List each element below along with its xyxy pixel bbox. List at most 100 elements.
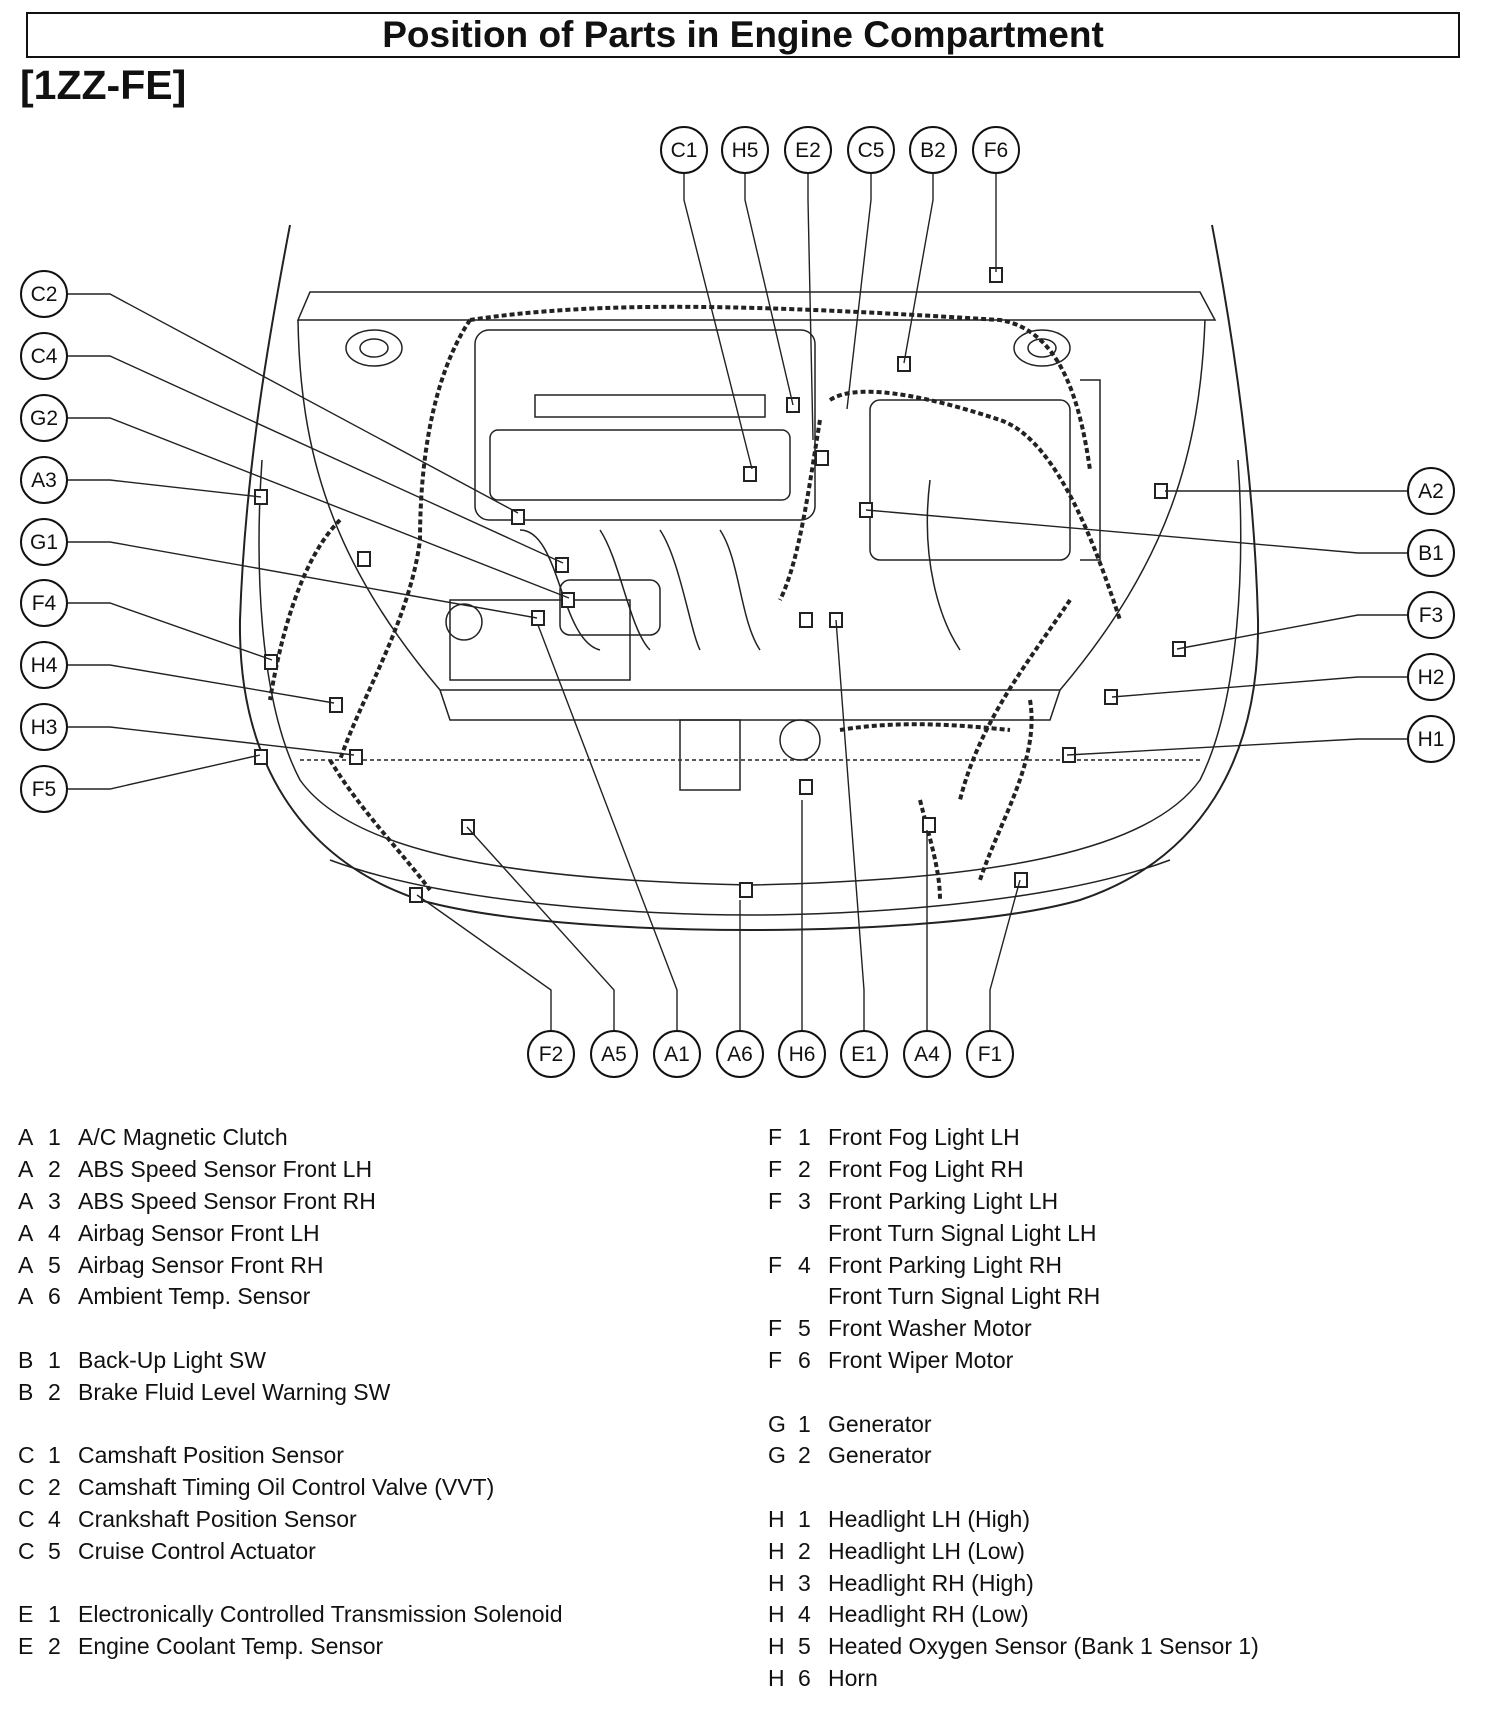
- callout-h5: H5: [721, 126, 769, 174]
- legend-part-name: Front Wiper Motor: [828, 1346, 1014, 1373]
- legend-part-name: Headlight RH (High): [828, 1569, 1034, 1596]
- callout-circle: [20, 579, 68, 627]
- callout-label: E1: [851, 1043, 877, 1066]
- legend-part-name: Heated Oxygen Sensor (Bank 1 Sensor 1): [828, 1633, 1259, 1660]
- legend-part-name: Front Turn Signal Light LH: [828, 1219, 1097, 1246]
- callout-label: B1: [1418, 542, 1444, 565]
- connectors: [254, 267, 1186, 903]
- callout-circle: [909, 126, 957, 174]
- callout-a6: A6: [716, 1030, 764, 1078]
- wire-harness: [268, 304, 1122, 901]
- legend-letter: A: [18, 1251, 34, 1278]
- callout-label: A3: [31, 469, 57, 492]
- legend-part-name: Back-Up Light SW: [78, 1346, 266, 1373]
- callout-label: H2: [1418, 666, 1445, 689]
- legend-part-name: Electronically Controlled Transmission S…: [78, 1601, 563, 1628]
- callout-a1: A1: [653, 1030, 701, 1078]
- legend-spacer: [18, 1408, 718, 1440]
- callout-label: H1: [1418, 728, 1445, 751]
- legend-part-name: Front Fog Light RH: [828, 1156, 1024, 1183]
- legend-number: 2: [798, 1537, 811, 1564]
- legend-part-name: Headlight RH (Low): [828, 1601, 1029, 1628]
- callout-f4: F4: [20, 579, 68, 627]
- legend-part-name: Airbag Sensor Front LH: [78, 1219, 320, 1246]
- callout-circle: [778, 1030, 826, 1078]
- callout-label: E2: [795, 139, 821, 162]
- legend-number: 3: [48, 1187, 61, 1214]
- callout-circle: [847, 126, 895, 174]
- callout-circle: [1407, 467, 1455, 515]
- legend-spacer: [18, 1313, 718, 1345]
- legend-letter: C: [18, 1474, 35, 1501]
- callout-circle: [653, 1030, 701, 1078]
- legend-part-name: Cruise Control Actuator: [78, 1537, 316, 1564]
- callout-a4: A4: [903, 1030, 951, 1078]
- callout-circle: [1407, 715, 1455, 763]
- legend-part-name: Headlight LH (High): [828, 1505, 1030, 1532]
- callout-label: H3: [31, 716, 58, 739]
- callout-circle: [903, 1030, 951, 1078]
- legend-part-name: Horn: [828, 1664, 878, 1691]
- callout-a2: A2: [1407, 467, 1455, 515]
- callout-f2: F2: [527, 1030, 575, 1078]
- legend-letter: F: [768, 1187, 783, 1214]
- callout-label: A5: [601, 1043, 627, 1066]
- legend-part-name: Engine Coolant Temp. Sensor: [78, 1633, 384, 1660]
- legend-letter: C: [18, 1505, 35, 1532]
- legend-letter: A: [18, 1219, 34, 1246]
- callout-label: F6: [984, 139, 1009, 162]
- legend-part-name: Ambient Temp. Sensor: [78, 1283, 311, 1310]
- callout-a5: A5: [590, 1030, 638, 1078]
- legend-letter: A: [18, 1156, 34, 1183]
- callout-label: C1: [671, 139, 698, 162]
- legend-letter: B: [18, 1346, 34, 1373]
- legend-part-name: Crankshaft Position Sensor: [78, 1505, 357, 1532]
- callout-circle: [20, 394, 68, 442]
- legend-letter: B: [18, 1378, 34, 1405]
- callout-c1: C1: [660, 126, 708, 174]
- callout-label: H6: [789, 1043, 816, 1066]
- legend-letter: F: [768, 1156, 783, 1183]
- callout-circle: [1407, 529, 1455, 577]
- callout-h6: H6: [778, 1030, 826, 1078]
- legend-number: 6: [798, 1664, 811, 1691]
- callout-circle: [972, 126, 1020, 174]
- legend-part-name: Front Parking Light LH: [828, 1187, 1059, 1214]
- legend-number: 6: [48, 1283, 61, 1310]
- legend-letter: F: [768, 1346, 783, 1373]
- legend-part-name: Generator: [828, 1442, 932, 1469]
- legend-letter: A: [18, 1124, 34, 1151]
- legend-part-name: Generator: [828, 1410, 932, 1437]
- callout-f5: F5: [20, 765, 68, 813]
- legend-number: 5: [798, 1633, 811, 1660]
- callout-e1: E1: [840, 1030, 888, 1078]
- legend-letter: G: [768, 1410, 786, 1437]
- legend-number: 2: [48, 1474, 61, 1501]
- legend-letter: H: [768, 1505, 785, 1532]
- legend-number: 4: [48, 1505, 61, 1532]
- callout-label: C2: [31, 283, 58, 306]
- callout-f6: F6: [972, 126, 1020, 174]
- legend-number: 1: [48, 1124, 61, 1151]
- legend-letter: F: [768, 1124, 783, 1151]
- callout-f1: F1: [966, 1030, 1014, 1078]
- legend-part-name: Front Fog Light LH: [828, 1124, 1020, 1151]
- legend-number: 1: [798, 1124, 811, 1151]
- legend-number: 2: [48, 1378, 61, 1405]
- legend-part-name: Front Parking Light RH: [828, 1251, 1062, 1278]
- callout-label: A4: [914, 1043, 940, 1066]
- callout-h1: H1: [1407, 715, 1455, 763]
